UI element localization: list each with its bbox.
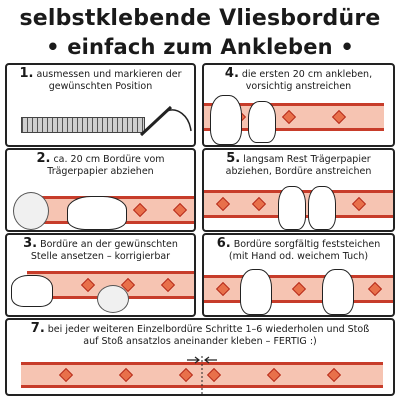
step-6-caption: 6.Bordüre sorgfältig feststeichen (mit H…: [208, 236, 389, 263]
hand-icon: [248, 101, 276, 143]
step-6-number: 6.: [216, 236, 231, 251]
diamond-icon: [215, 196, 231, 212]
diamond-icon: [331, 109, 347, 125]
diamond-icon: [118, 367, 134, 383]
step-4-number: 4.: [224, 66, 239, 81]
step-3-panel: 3.Bordüre an der gewünschten Stelle anse…: [5, 233, 196, 317]
step-3-caption: 3.Bordüre an der gewünschten Stelle anse…: [11, 236, 190, 263]
border-strip: [201, 362, 383, 388]
ruler-icon: [21, 117, 145, 133]
step-1-caption: 1.ausmessen und markieren der gewünschte…: [11, 66, 190, 93]
backing-paper-icon: [13, 192, 49, 230]
hand-icon: [322, 269, 354, 315]
step-4-panel: 4.die ersten 20 cm ankleben, vorsichtig …: [202, 63, 395, 147]
diamond-icon: [160, 277, 176, 293]
backing-paper-icon: [97, 285, 129, 313]
hand-icon: [210, 95, 242, 145]
step-4-caption: 4.die ersten 20 cm ankleben, vorsichtig …: [208, 66, 389, 93]
hand-icon: [278, 186, 306, 230]
seam-arrows-icon: [187, 356, 217, 394]
diamond-icon: [58, 367, 74, 383]
step-2-caption: 2.ca. 20 cm Bordüre vom Trägerpapier abz…: [11, 151, 190, 178]
step-6-text: Bordüre sorgfältig feststeichen (mit Han…: [228, 239, 381, 262]
step-4-text: die ersten 20 cm ankleben, vorsichtig an…: [241, 69, 373, 92]
step-3-text: Bordüre an der gewünschten Stelle ansetz…: [30, 239, 178, 262]
diamond-icon: [281, 109, 297, 125]
step-3-number: 3.: [23, 236, 38, 251]
step-2-text: ca. 20 cm Bordüre vom Trägerpapier abzie…: [47, 154, 165, 177]
hand-icon: [67, 196, 127, 230]
step-2-panel: 2.ca. 20 cm Bordüre vom Trägerpapier abz…: [5, 148, 196, 232]
diamond-icon: [251, 196, 267, 212]
step-7-caption: 7.bei jeder weiteren Einzelbordüre Schri…: [27, 321, 373, 348]
pencil-icon: [139, 105, 192, 137]
step-5-text: langsam Rest Trägerpapier abziehen, Bord…: [225, 154, 372, 177]
hand-icon: [240, 269, 272, 315]
diamond-icon: [291, 281, 307, 297]
step-1-number: 1.: [19, 66, 34, 81]
step-5-number: 5.: [226, 151, 241, 166]
diamond-icon: [215, 281, 231, 297]
step-5-caption: 5.langsam Rest Trägerpapier abziehen, Bo…: [208, 151, 389, 178]
diamond-icon: [326, 367, 342, 383]
page-subtitle: • einfach zum Ankleben •: [46, 35, 354, 59]
page-title: selbstklebende Vliesbordüre: [19, 6, 381, 31]
diamond-icon: [80, 277, 96, 293]
step-7-text: bei jeder weiteren Einzelbordüre Schritt…: [47, 324, 370, 347]
border-strip: [204, 275, 393, 303]
step-7-number: 7.: [30, 321, 45, 336]
border-strip: [21, 362, 201, 388]
diamond-icon: [266, 367, 282, 383]
step-7-panel: 7.bei jeder weiteren Einzelbordüre Schri…: [5, 318, 395, 396]
hand-icon: [308, 186, 336, 230]
step-1-panel: 1.ausmessen und markieren der gewünschte…: [5, 63, 196, 147]
diamond-icon: [172, 202, 188, 218]
diamond-icon: [132, 202, 148, 218]
diamond-icon: [351, 196, 367, 212]
hand-icon: [11, 275, 53, 307]
step-1-text: ausmessen und markieren der gewünschten …: [36, 69, 182, 92]
step-6-panel: 6.Bordüre sorgfältig feststeichen (mit H…: [202, 233, 395, 317]
step-5-panel: 5.langsam Rest Trägerpapier abziehen, Bo…: [202, 148, 395, 232]
step-2-number: 2.: [36, 151, 51, 166]
diamond-icon: [367, 281, 383, 297]
